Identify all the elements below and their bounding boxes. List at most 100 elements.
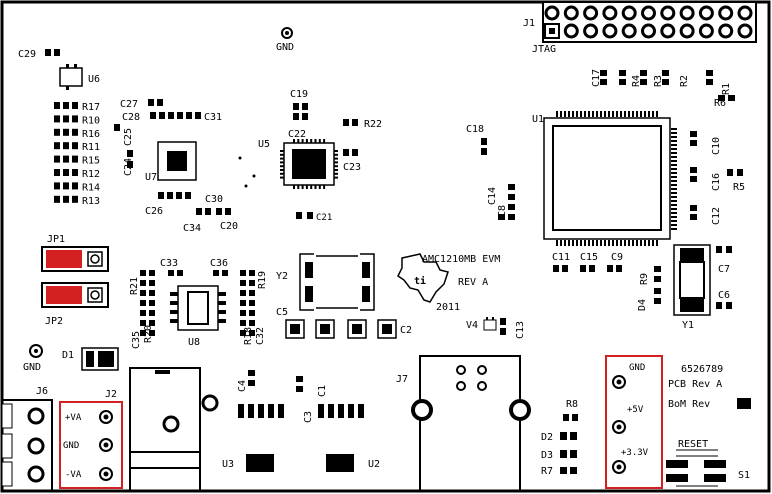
u1-pin [671,212,677,214]
resistor-label: R12 [82,169,100,180]
u1-pin [671,144,677,146]
r22-resistor: R22 [343,119,382,130]
u1-pin [612,111,614,117]
j1-pin [737,5,753,21]
resistor-pad [63,169,69,176]
reg-pin [358,404,364,418]
u1-pin [620,240,622,246]
u5-pin [280,153,284,156]
u5-pin [297,185,300,189]
passive-pad [149,290,155,296]
j1-pin [563,23,579,39]
u5-pin [310,139,313,143]
u5-pin [334,172,338,175]
svg-text:C5: C5 [276,307,288,318]
reg-pin [338,404,344,418]
y2-crystal: Y2 [276,253,375,311]
u7-ic: U7 [145,141,197,183]
c27-c28-caps: C27 C28 C31 [120,99,222,123]
s1-reset-switch: RESET S1 [666,439,750,487]
r5-resistor: R5 [727,169,745,193]
r8-d2-d3-r7: R8 D2 D3 R7 [541,399,578,477]
svg-text:D3: D3 [541,450,553,461]
u1-pin [560,240,562,246]
svg-text:R2: R2 [679,75,690,87]
u1-pin [620,111,622,117]
jtag-label: JTAG [532,44,556,55]
u1-pin [632,240,634,246]
svg-text:U2: U2 [368,459,380,470]
j1-pin [602,23,618,39]
svg-text:C27: C27 [120,99,138,110]
svg-text:ti: ti [414,275,426,287]
resistor-pad [72,115,78,123]
v4-c13: V4 C13 [466,317,526,339]
r9-d4: R9 D4 [637,266,661,311]
svg-text:C11: C11 [552,252,570,263]
svg-text:J2: J2 [105,389,117,400]
u1-pin [671,176,677,178]
j1-label: J1 [523,18,535,29]
j1-pin [602,5,618,21]
u5-pin [293,185,295,189]
svg-text:J7: J7 [396,374,408,385]
resistor-label: R11 [82,142,100,153]
passive-pad [249,330,255,336]
passive-pad [140,290,146,296]
j1-pin [621,5,637,21]
u1-pin [592,111,594,117]
svg-text:GND: GND [629,363,645,373]
board-year-label: 2011 [436,302,460,313]
u1-pin [671,228,677,230]
u1-pin [671,220,677,222]
u5-pin [293,139,295,143]
svg-text:R4: R4 [631,75,642,87]
resistor-pad [63,182,69,190]
j1-pin [698,23,714,39]
top-gnd-label: GND [276,42,294,53]
svg-text:RESET: RESET [678,439,708,450]
c23-cap: C23 [343,149,361,173]
resistor-pad [54,102,60,109]
reg-pin [318,404,324,418]
resistor-label: R17 [82,102,100,113]
resistor-label: R10 [82,115,100,126]
power-jack [129,367,219,492]
reg-pin [248,404,254,418]
u1-pin [671,168,677,170]
j1-pin [563,5,579,21]
svg-text:C25: C25 [123,128,134,146]
c33-c36-labels: C33 C36 [160,258,228,269]
passive-pad [240,330,246,336]
svg-text:D4: D4 [637,299,648,311]
svg-text:-VA: -VA [65,470,82,480]
c1-c3-caps: C1 C3 [296,376,328,423]
u1-pin [671,164,677,166]
resistor-pad [72,169,78,176]
u1-pin [671,192,677,194]
passive-pad [149,330,155,336]
j1-pin [698,5,714,21]
resistor-label: R14 [82,182,100,193]
j1-pin [621,23,637,39]
r1-r6: R1 R6 [706,70,735,109]
u5-pin [280,176,284,179]
u1-pin [656,111,658,117]
j1-jtag-header: J1 JTAG [523,1,757,55]
u6-ic: U6 [59,64,100,90]
u5-pin [323,139,326,143]
u1-pin [671,148,677,150]
u1-pin [671,136,677,138]
u1-pin [616,240,618,246]
resistor-pad [72,182,78,190]
u1-pin [556,240,558,246]
svg-text:C31: C31 [204,112,222,123]
u1-pin [568,111,570,117]
svg-text:+VA: +VA [65,413,82,423]
passive-pad [213,270,219,276]
c21-cap: C21 [296,212,332,223]
u1-pin [592,240,594,246]
u1-pin [671,160,677,162]
u1-pin [580,111,582,117]
